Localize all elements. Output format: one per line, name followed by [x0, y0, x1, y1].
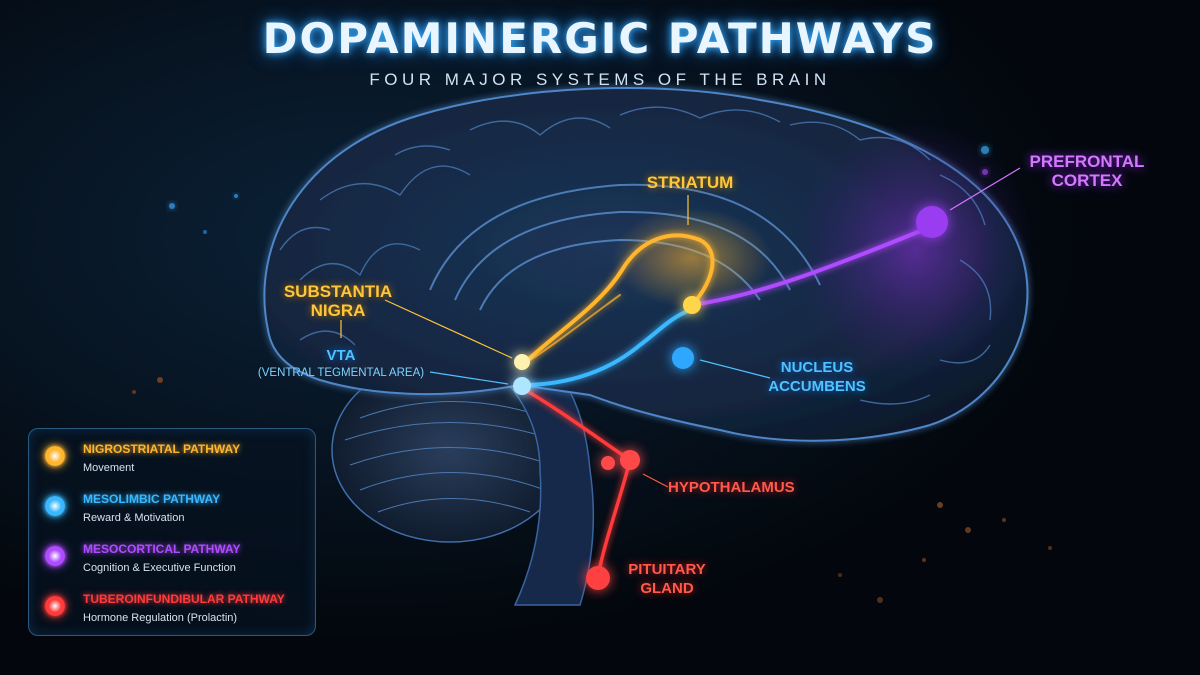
legend-item-mesocortical: MESOCORTICAL PATHWAY Cognition & Executi…: [43, 539, 311, 583]
label-prefrontal-line2: CORTEX: [1012, 171, 1162, 190]
nucleus-accumbens-node: [672, 347, 694, 369]
label-prefrontal-cortex: PREFRONTAL CORTEX: [1012, 152, 1162, 190]
legend-dot-icon: [45, 596, 65, 616]
substantia-nigra-node: [514, 354, 530, 370]
legend-panel: NIGROSTRIATAL PATHWAY Movement MESOLIMBI…: [28, 428, 316, 636]
legend-dot-icon: [45, 546, 65, 566]
vta-node: [513, 377, 531, 395]
label-prefrontal-line1: PREFRONTAL: [1012, 152, 1162, 171]
striatum-node: [683, 296, 701, 314]
legend-item-desc: Reward & Motivation: [83, 512, 185, 524]
label-substantia-nigra-line1: SUBSTANTIA: [268, 282, 408, 301]
page-subtitle: FOUR MAJOR SYSTEMS OF THE BRAIN: [0, 70, 1200, 90]
label-pituitary-gland: PITUITARY GLAND: [612, 560, 722, 598]
label-striatum: STRIATUM: [620, 173, 760, 192]
legend-item-nigrostriatal: NIGROSTRIATAL PATHWAY Movement: [43, 439, 311, 483]
hypothalamus-node: [620, 450, 640, 470]
label-hypothalamus: HYPOTHALAMUS: [668, 478, 818, 497]
label-nucleus-accumbens: NUCLEUS ACCUMBENS: [762, 358, 872, 396]
label-nucleus-line2: ACCUMBENS: [762, 377, 872, 396]
legend-item-mesolimbic: MESOLIMBIC PATHWAY Reward & Motivation: [43, 489, 311, 533]
prefrontal-cortex-node: [916, 206, 948, 238]
legend-item-desc: Cognition & Executive Function: [83, 562, 236, 574]
legend-item-tuberoinfundibular: TUBEROINFUNDIBULAR PATHWAY Hormone Regul…: [43, 589, 311, 633]
pituitary-gland-node: [586, 566, 610, 590]
legend-item-desc: Movement: [83, 462, 134, 474]
label-pituitary-line1: PITUITARY: [612, 560, 722, 579]
legend-item-desc: Hormone Regulation (Prolactin): [83, 612, 237, 624]
hypothalamus-node-2: [601, 456, 615, 470]
label-substantia-nigra: SUBSTANTIA NIGRA: [268, 282, 408, 320]
legend-item-name: MESOLIMBIC PATHWAY: [83, 492, 220, 506]
label-substantia-nigra-line2: NIGRA: [268, 301, 408, 320]
legend-dot-icon: [45, 496, 65, 516]
label-vta: VTA: [226, 346, 456, 365]
label-pituitary-line2: GLAND: [612, 579, 722, 598]
legend-item-name: NIGROSTRIATAL PATHWAY: [83, 442, 240, 456]
legend-item-name: MESOCORTICAL PATHWAY: [83, 542, 241, 556]
legend-item-name: TUBEROINFUNDIBULAR PATHWAY: [83, 592, 285, 606]
page-title: DOPAMINERGIC PATHWAYS: [0, 14, 1200, 63]
label-vta-full: (VENTRAL TEGMENTAL AREA): [226, 364, 456, 383]
legend-dot-icon: [45, 446, 65, 466]
label-nucleus-line1: NUCLEUS: [762, 358, 872, 377]
